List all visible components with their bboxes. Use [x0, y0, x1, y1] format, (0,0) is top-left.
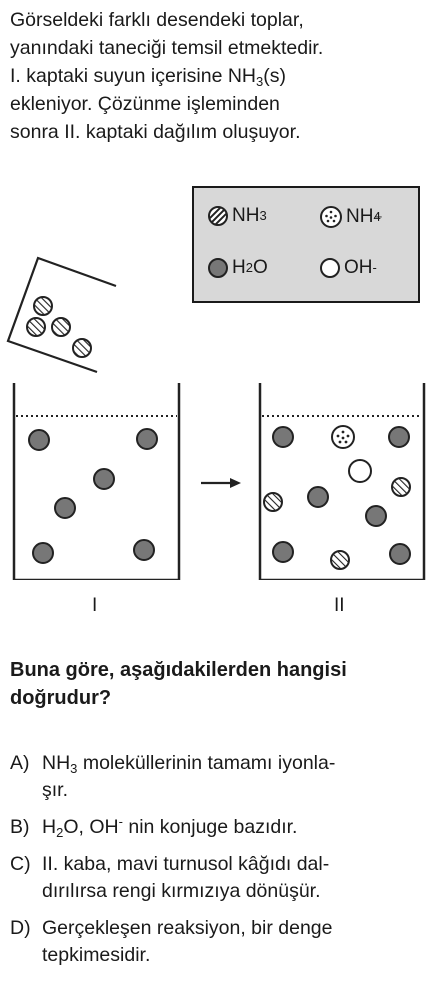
option-d[interactable]: D) Gerçekleşen reaksiyon, bir denge tepk… — [10, 917, 333, 966]
nh3-ball-icon — [33, 296, 53, 316]
h2o-ball-icon — [54, 497, 76, 519]
intro-line: Görseldeki farklı desendeki toplar, — [10, 9, 304, 31]
intro-line: I. kaptaki suyun içerisine NH3(s) — [10, 65, 287, 89]
answer-options: A) NH3 moleküllerinin tamamı iyonla- şır… — [10, 750, 425, 979]
h2o-ball-icon — [272, 541, 294, 563]
nh3-ball-icon — [51, 317, 71, 337]
oh-ball-icon — [348, 459, 372, 483]
vessel-1 — [12, 383, 181, 580]
intro-line: ekleniyor. Çözünme işleminden — [10, 93, 280, 115]
nh4-ball-icon — [331, 425, 355, 449]
vessel-1-label: I — [92, 595, 98, 616]
nh3-ball-icon — [72, 338, 92, 358]
intro-line: yanındaki taneciği temsil etmektedir. — [10, 37, 324, 59]
question-stem: Buna göre, aşağıdakilerden hangisi doğru… — [10, 659, 347, 709]
h2o-ball-icon — [136, 428, 158, 450]
nh4-ball-icon — [320, 206, 342, 228]
h2o-ball-icon — [28, 429, 50, 451]
nh3-ball-icon — [330, 550, 350, 570]
h2o-ball-icon — [365, 505, 387, 527]
h2o-ball-icon — [93, 468, 115, 490]
reaction-arrow — [201, 478, 241, 488]
vessel-2 — [258, 383, 426, 580]
legend-oh: OH- — [318, 256, 377, 280]
experiment-figure — [6, 256, 426, 580]
vessel-2-label: II — [334, 595, 345, 616]
h2o-ball-icon — [272, 426, 294, 448]
nh3-ball-icon — [208, 206, 228, 226]
h2o-ball-icon — [389, 543, 411, 565]
pouring-container — [6, 256, 117, 374]
option-b[interactable]: B) H2O, OH- nin konjuge bazıdır. — [10, 814, 298, 840]
h2o-ball-icon — [32, 542, 54, 564]
option-c[interactable]: C) II. kaba, mavi turnusol kâğıdı dal- d… — [10, 853, 330, 902]
option-a[interactable]: A) NH3 moleküllerinin tamamı iyonla- şır… — [10, 752, 336, 801]
intro-text: Görseldeki farklı desendeki toplar, yanı… — [10, 6, 420, 146]
nh3-ball-icon — [263, 492, 283, 512]
h2o-ball-icon — [307, 486, 329, 508]
nh3-ball-icon — [391, 477, 411, 497]
intro-line: sonra II. kaptaki dağılım oluşuyor. — [10, 121, 301, 143]
h2o-ball-icon — [388, 426, 410, 448]
nh3-ball-icon — [26, 317, 46, 337]
oh-ball-icon — [320, 258, 340, 278]
h2o-ball-icon — [208, 258, 228, 278]
h2o-ball-icon — [133, 539, 155, 561]
